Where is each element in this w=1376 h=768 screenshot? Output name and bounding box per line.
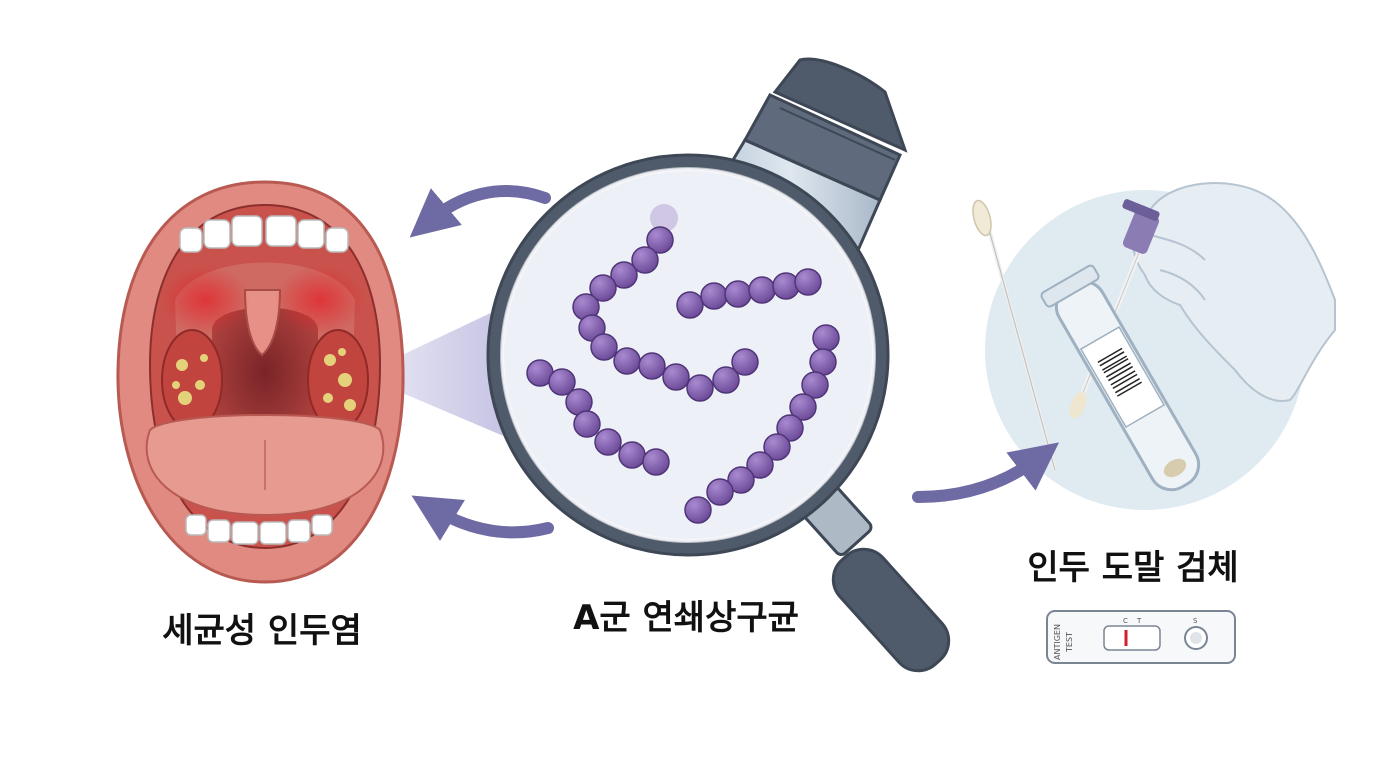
- kit-mark-t: T: [1136, 617, 1142, 625]
- flow-arrows: [409, 185, 1060, 541]
- bacteria-chain: [684, 324, 840, 524]
- kit-mark-s: S: [1193, 617, 1198, 625]
- kit-name-line2: TEST: [1065, 632, 1074, 653]
- lower-teeth: [185, 514, 333, 545]
- arrow-right: [912, 442, 1060, 503]
- arrow-upper: [409, 185, 551, 238]
- arrow-lower: [411, 495, 554, 541]
- label-group-a-streptococcus: A군 연쇄상구균: [573, 598, 799, 638]
- inflamed-tonsil-left: [161, 329, 223, 431]
- antigen-test-cassette: [1046, 610, 1236, 664]
- kit-name-line1: ANTIGEN: [1053, 624, 1062, 660]
- label-bacterial-pharyngitis: 세균성 인두염: [162, 611, 362, 651]
- label-throat-swab-specimen: 인두 도말 검체: [1027, 548, 1239, 588]
- gloved-hand: [1132, 182, 1336, 402]
- open-mouth: [116, 180, 405, 584]
- bacteria-chain: [526, 359, 670, 476]
- specimen-illustration: [972, 182, 1336, 510]
- upper-teeth: [179, 215, 349, 253]
- specimen-tube: [1040, 264, 1201, 492]
- swab-tip: [972, 199, 992, 237]
- kit-mark-c: C: [1123, 617, 1128, 625]
- bacteria-chain: [676, 268, 822, 319]
- bacteria-chain: [572, 226, 759, 402]
- inflamed-tonsil-right: [307, 329, 369, 431]
- tube-cap: [1122, 210, 1160, 254]
- streptococcus-chains: [526, 226, 840, 524]
